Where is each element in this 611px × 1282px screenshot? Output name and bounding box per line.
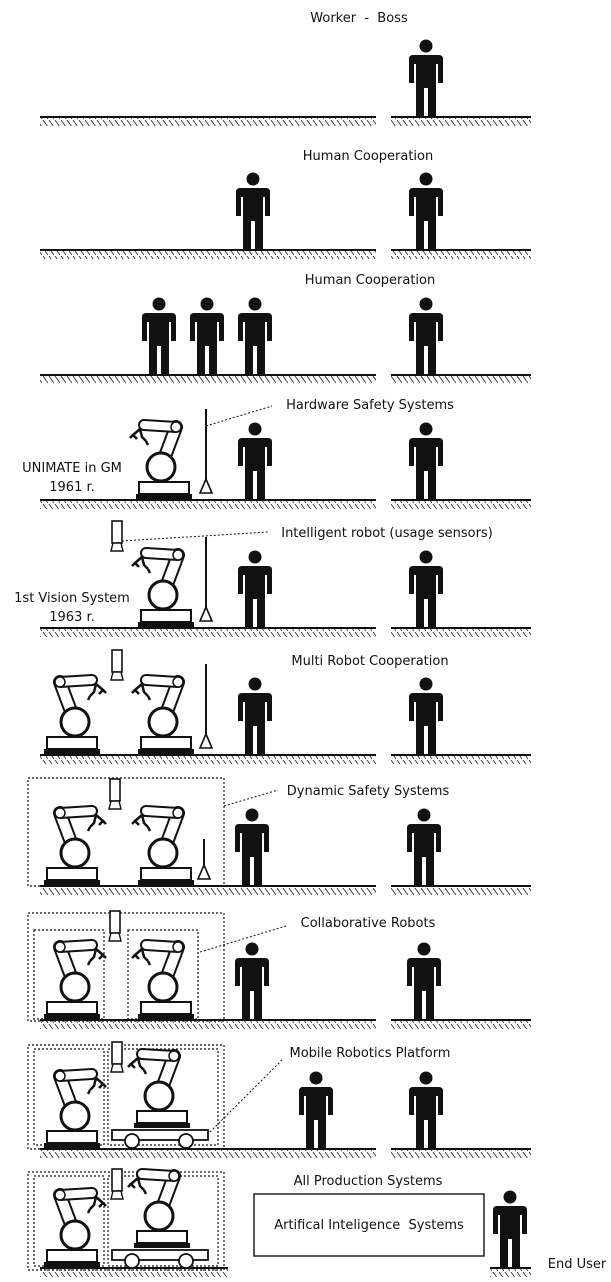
vision-camera-icon [110,1041,124,1073]
boss-figure [407,942,441,1019]
ground-right [391,1148,531,1158]
ground-left [40,1148,376,1158]
robot-arm [128,1171,190,1248]
row-hardware-safety: Hardware Safety Systems UNIMATE in GM 19… [22,398,531,509]
robot-arm-mirrored [44,677,106,754]
callout-line [199,925,287,953]
boss-figure [407,808,441,885]
row-dynamic-safety: Dynamic Safety Systems [27,777,531,895]
worker-figure [235,942,269,1019]
side-label-unimate: UNIMATE in GM [22,461,122,476]
ground-left [40,116,376,126]
row-label-mobile-platform: Mobile Robotics Platform [290,1046,451,1061]
robot-arm [132,808,194,885]
worker-figure [238,297,272,374]
row-multi-robot: Multi Robot Cooperation [40,649,531,764]
light-curtain-icon [197,838,211,880]
end-user-label: End User [548,1257,607,1272]
boss-figure [409,422,443,499]
row-label-collaborative: Collaborative Robots [301,916,436,931]
callout-line [223,789,279,807]
ai-systems-label: Artifical Inteligence Systems [274,1218,464,1233]
light-curtain-icon [199,536,213,622]
worker-figure [235,808,269,885]
boss-figure [409,39,443,116]
worker-figure [238,550,272,627]
worker-figure [238,677,272,754]
vision-camera-icon [108,910,122,942]
worker-figure [236,172,270,249]
ground-right [391,499,531,509]
boss-figure [409,172,443,249]
vision-camera-icon [110,649,124,681]
ground-right [391,885,531,895]
ai-systems-box [253,1193,485,1257]
side-label-vision: 1st Vision System [14,591,130,606]
side-label-year: 1963 r. [49,610,95,625]
mobile-platform [111,1129,209,1149]
light-curtain-icon [199,408,213,494]
row-label-hardware-safety: Hardware Safety Systems [286,398,454,413]
ground-right [391,1019,531,1029]
robot-arm-mirrored [44,808,106,885]
row-label-human-cooperation-1: Human Cooperation [303,149,433,164]
callout-line [205,405,273,427]
row-label-all-production: All Production Systems [294,1174,443,1189]
callout-line [209,1059,283,1133]
ground-right [391,249,531,259]
row-human-cooperation-2: Human Cooperation [40,273,531,384]
row-label-multi-robot: Multi Robot Cooperation [291,654,448,669]
row-human-cooperation-1: Human Cooperation [40,149,531,259]
light-curtain-icon [199,663,213,749]
row-intelligent-robot: Intelligent robot (usage sensors) 1st Vi… [14,520,531,637]
row-label-intelligent-robot: Intelligent robot (usage sensors) [281,526,493,541]
row-mobile-platform: Mobile Robotics Platform [27,1041,531,1158]
mobile-platform [111,1249,209,1269]
row-collaborative: Collaborative Robots [27,910,531,1029]
callout-line [121,531,269,542]
ground-right [391,754,531,764]
robot-arm-mirrored [44,942,106,1019]
ground-left [40,249,376,259]
ground-right [391,116,531,126]
worker-figure [299,1071,333,1148]
boss-figure [409,677,443,754]
ground-left [40,754,376,764]
ground-left [40,499,376,509]
boss-figure [409,1071,443,1148]
robot-arm [132,550,194,627]
robot-arm [132,942,194,1019]
worker-figure [190,297,224,374]
ground-left [40,1019,376,1029]
robot-arm [128,1051,190,1128]
row-label-worker-boss: Worker - Boss [310,11,408,26]
row-label-dynamic-safety: Dynamic Safety Systems [287,784,450,799]
ground-left [40,885,376,895]
robot-arm-mirrored [44,1071,106,1148]
ground-right [391,627,531,637]
ground-right [391,374,531,384]
end-user-figure [493,1190,527,1267]
ground-left [40,1267,228,1277]
robot-arm [130,422,192,499]
ground-right [490,1267,531,1277]
row-label-human-cooperation-2: Human Cooperation [305,273,435,288]
robot-arm-mirrored [44,1190,106,1267]
row-all-production: All Production Systems Artifical Intelig… [27,1168,607,1277]
boss-figure [409,550,443,627]
worker-figure [238,422,272,499]
side-label-year: 1961 r. [49,480,95,495]
vision-camera-icon [110,520,124,552]
worker-figure [142,297,176,374]
mobile-safety-zone [107,1048,219,1146]
ground-left [40,627,376,637]
row-worker-boss: Worker - Boss [40,11,531,126]
robot-arm [132,677,194,754]
vision-camera-icon [110,1168,124,1200]
boss-figure [409,297,443,374]
ground-left [40,374,376,384]
vision-camera-icon [108,778,122,810]
